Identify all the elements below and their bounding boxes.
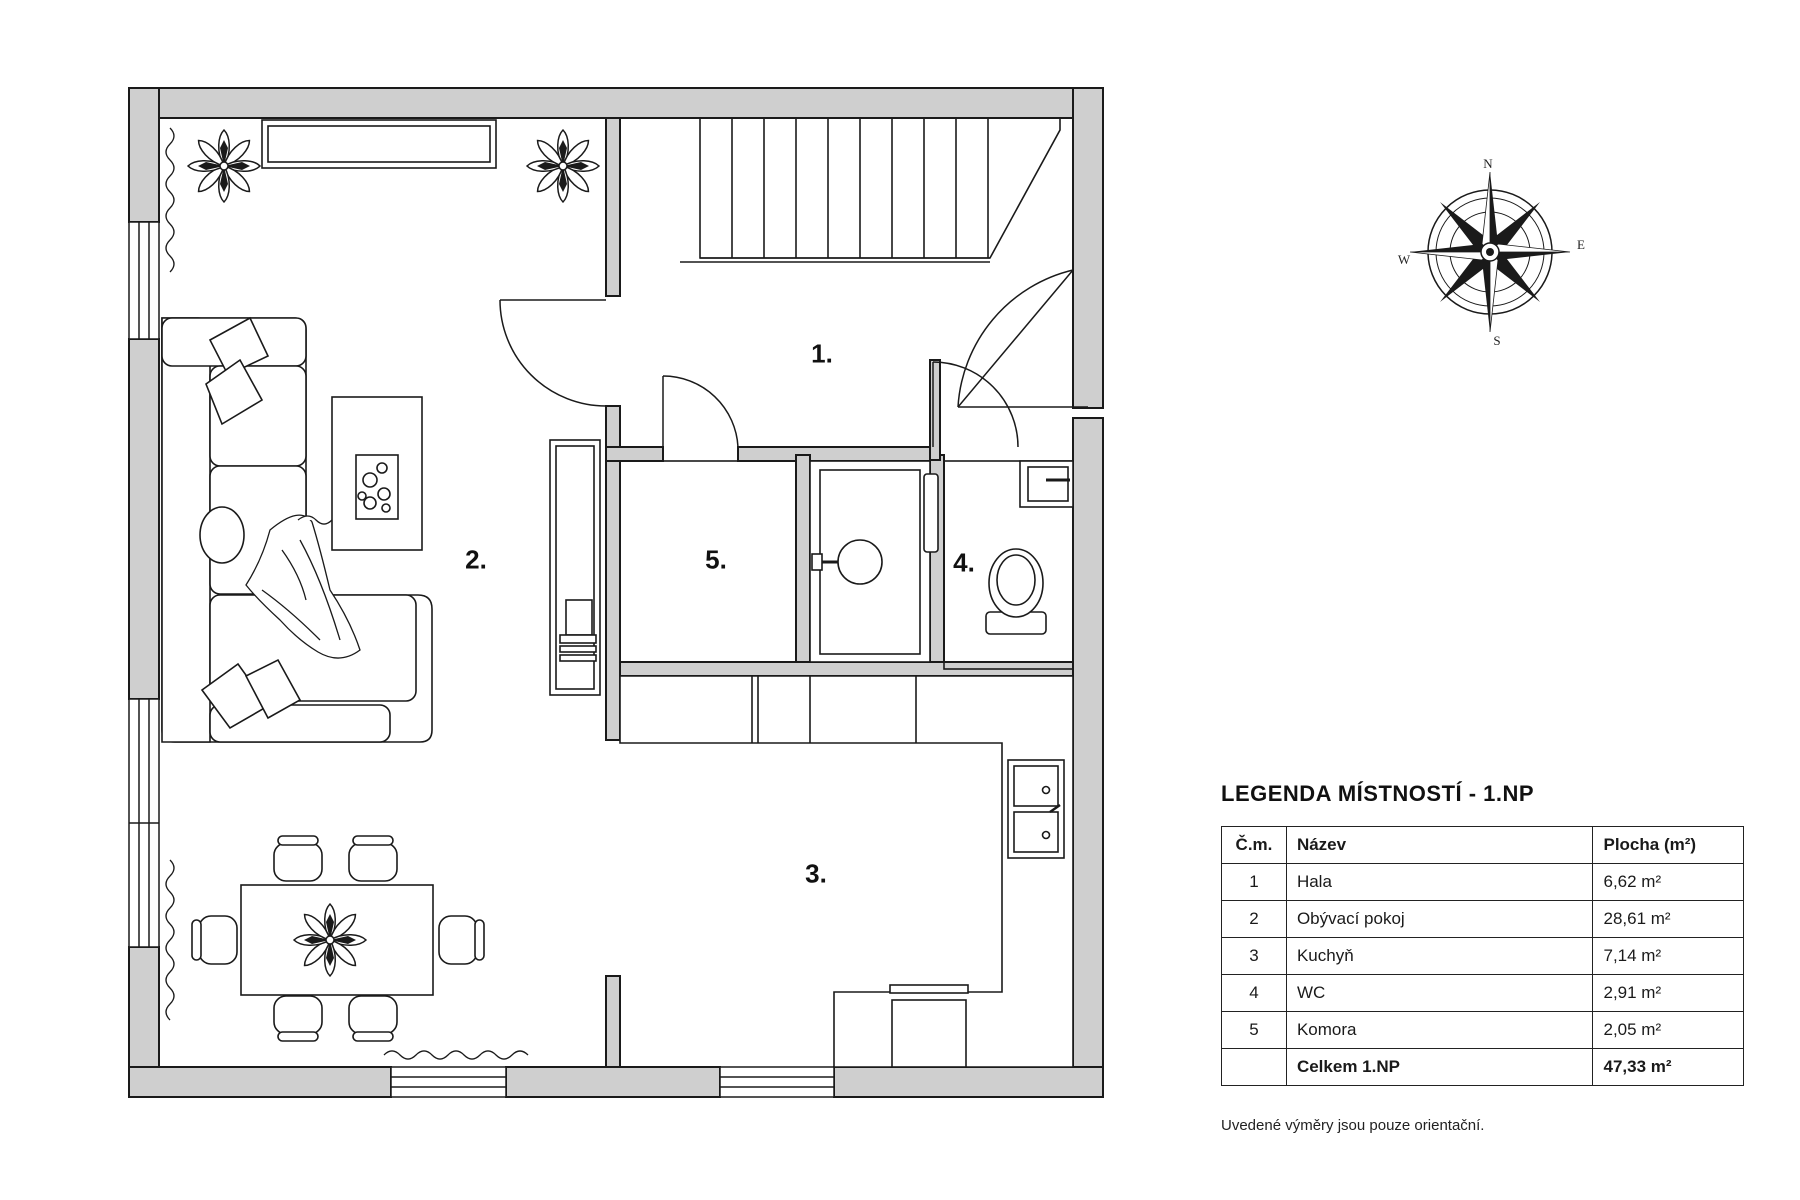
throw-blanket: [245, 514, 361, 659]
komora: [619, 460, 797, 663]
wall-south-2: [505, 1066, 721, 1098]
table-row: 2 Obývací pokoj 28,61 m²: [1221, 900, 1744, 938]
wall-west-2: [128, 338, 160, 700]
table-row: 3 Kuchyň 7,14 m²: [1221, 937, 1744, 975]
header-area: Plocha (m²): [1592, 826, 1744, 864]
wall-west-1: [128, 87, 160, 223]
windows: [128, 221, 835, 1098]
row-area: 7,14 m²: [1592, 937, 1744, 975]
disclaimer-note: Uvedené výměry jsou pouze orientační.: [1221, 1117, 1485, 1134]
room-label-obyvaci-pokoj: 2.: [465, 544, 487, 575]
compass-south-label: S: [1493, 333, 1501, 348]
row-name: Hala: [1285, 863, 1594, 901]
row-name: Kuchyň: [1285, 937, 1594, 975]
total-number-cell: [1221, 1048, 1287, 1086]
header-name: Název: [1285, 826, 1594, 864]
wall-east-1: [1072, 87, 1104, 409]
compass-north-label: N: [1483, 156, 1493, 171]
total-area: 47,33 m²: [1592, 1048, 1744, 1086]
wall-int-a: [605, 117, 621, 297]
table-row: 4 WC 2,91 m²: [1221, 974, 1744, 1012]
compass-east-label: E: [1577, 237, 1585, 252]
curtains: [165, 127, 529, 1060]
room-label-wc: 4.: [953, 547, 975, 578]
wall-int-c: [605, 975, 621, 1068]
table-row: 5 Komora 2,05 m²: [1221, 1011, 1744, 1049]
table-row: 1 Hala 6,62 m²: [1221, 863, 1744, 901]
row-number: 2: [1221, 900, 1287, 938]
row-area: 6,62 m²: [1592, 863, 1744, 901]
room-label-kuchyn: 3.: [805, 858, 827, 889]
compass-west-label: W: [1397, 252, 1411, 267]
row-name: WC: [1285, 974, 1594, 1012]
legend-header-row: Č.m. Název Plocha (m²): [1221, 826, 1744, 864]
wc-room: [943, 460, 1074, 670]
coffee-table: [331, 396, 423, 551]
legend-title: LEGENDA MÍSTNOSTÍ - 1.NP: [1221, 781, 1535, 806]
wall-south-1: [128, 1066, 392, 1098]
row-number: 5: [1221, 1011, 1287, 1049]
tv-console: [549, 439, 601, 696]
row-number: 3: [1221, 937, 1287, 975]
plant-icon: [187, 129, 261, 203]
compass-icon: [1409, 171, 1571, 333]
shower: [809, 460, 939, 663]
wall-int-f: [795, 454, 811, 670]
stairs: [680, 118, 1061, 263]
wall-south-3: [833, 1066, 1104, 1098]
legend-table: Č.m. Název Plocha (m²) 1 Hala 6,62 m² 2 …: [1221, 826, 1744, 1086]
room-label-hala: 1.: [811, 338, 833, 369]
header-number: Č.m.: [1221, 826, 1287, 864]
wall-int-e: [737, 446, 934, 462]
tv-unit: [261, 119, 497, 169]
wall-east-2: [1072, 417, 1104, 1098]
row-area: 2,91 m²: [1592, 974, 1744, 1012]
doors: [499, 269, 1088, 448]
row-name: Komora: [1285, 1011, 1594, 1049]
wall-int-i: [929, 359, 941, 461]
row-number: 1: [1221, 863, 1287, 901]
room-label-komora: 5.: [705, 544, 727, 575]
row-name: Obývací pokoj: [1285, 900, 1594, 938]
row-area: 2,05 m²: [1592, 1011, 1744, 1049]
plant-icon: [526, 129, 600, 203]
kitchen-counter: [619, 675, 1074, 1068]
total-label: Celkem 1.NP: [1285, 1048, 1594, 1086]
wall-north: [128, 87, 1104, 119]
wall-int-d: [605, 446, 664, 462]
plant-icon: [293, 903, 367, 977]
row-area: 28,61 m²: [1592, 900, 1744, 938]
total-row: Celkem 1.NP 47,33 m²: [1221, 1048, 1744, 1086]
row-number: 4: [1221, 974, 1287, 1012]
